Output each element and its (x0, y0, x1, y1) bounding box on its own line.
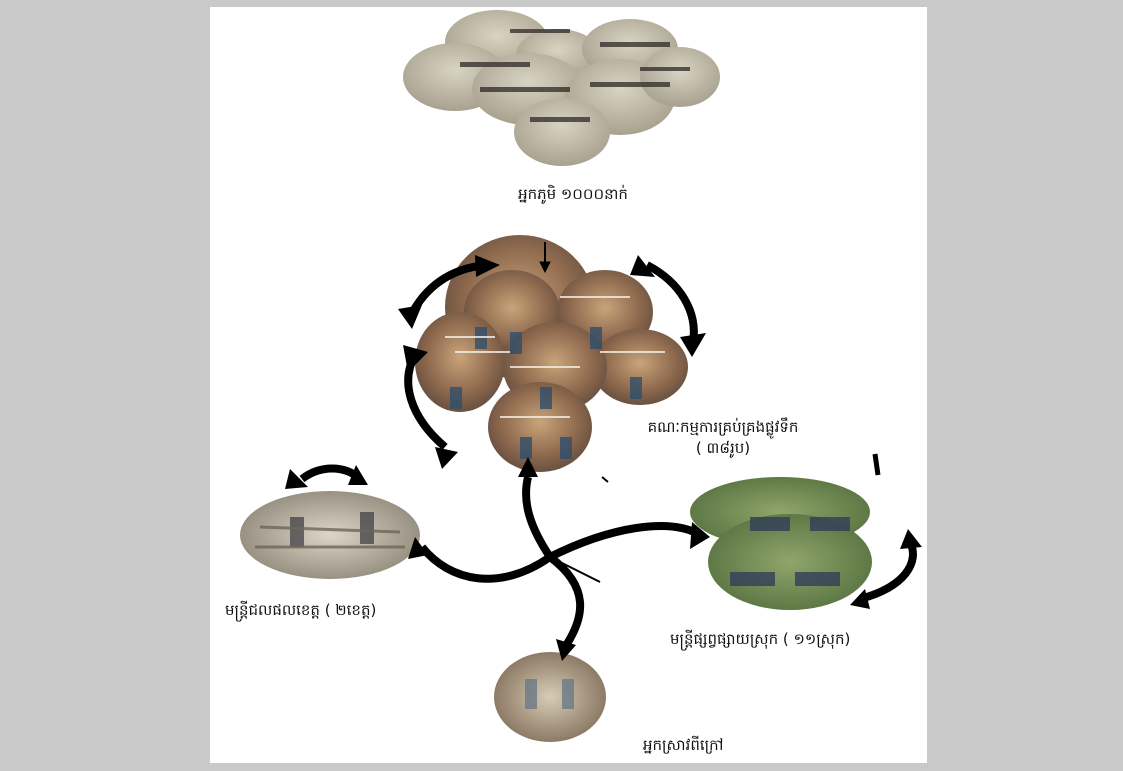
provincial-officials-photo (240, 491, 420, 579)
villagers-label: អ្នកភូមិ ១០០០នាក់ (518, 185, 628, 203)
committee-label-line2: ( ៣៨រូប) (695, 439, 751, 457)
external-researchers-label: អ្នកស្រាវពីក្រៅ (643, 736, 724, 754)
district-officials-label: មន្ត្រីផ្សព្វផ្សាយស្រុក ( ១១ស្រុក) (670, 630, 851, 648)
external-researchers-photo (494, 652, 606, 742)
committee-label-line1: គណៈកម្មការគ្រប់គ្រងផ្លូវទឹក (647, 418, 799, 436)
provincial-officials-label: មន្ត្រីជលផលខេត្ត ( ២ខេត្ត) (225, 601, 377, 619)
diagram-canvas: អ្នកភូមិ ១០០០នាក់ គណៈកម្មការគ្រប់គ្រងផ្ល… (210, 7, 927, 763)
committee-photo-cluster (415, 235, 688, 472)
villagers-photo-cluster (403, 10, 720, 166)
diagram-graphics (240, 10, 922, 742)
district-officials-photo (690, 477, 872, 610)
arrow-heads (285, 255, 922, 661)
